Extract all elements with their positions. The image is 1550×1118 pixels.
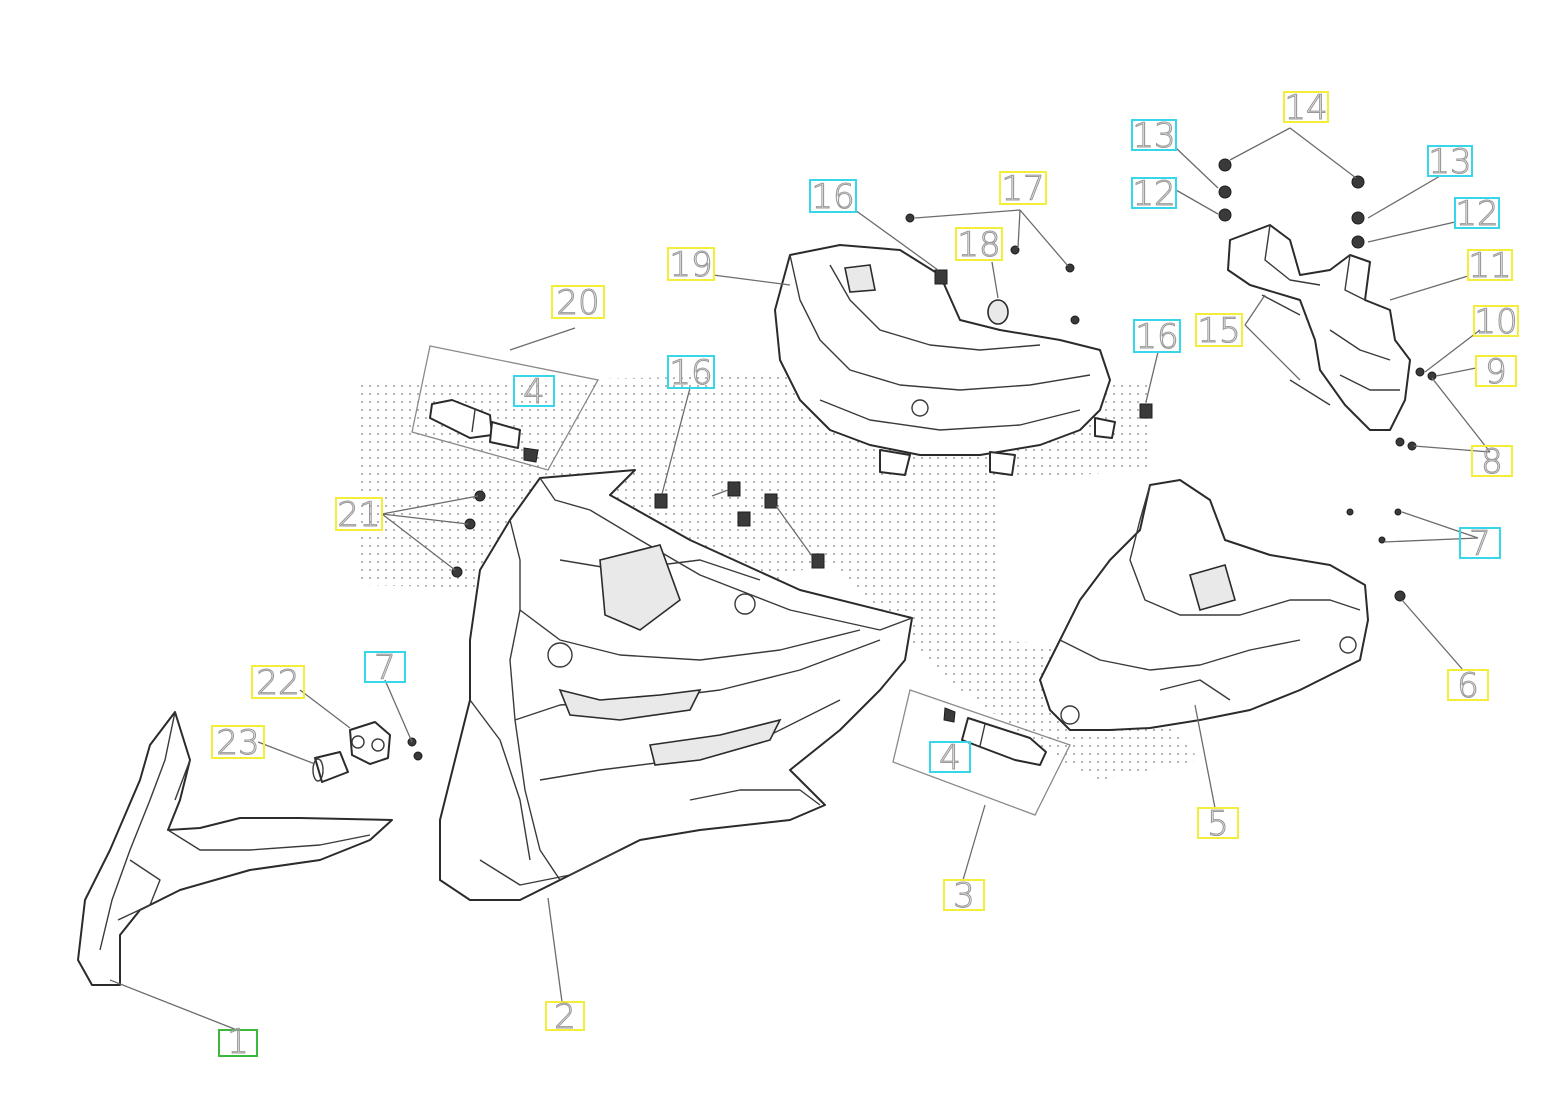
callout-22-label: 22 [256,663,299,703]
callout-14: 14 [1283,87,1329,129]
callout-20-label: 20 [556,283,599,323]
callout-11-label: 11 [1468,246,1511,286]
callout-19-label: 19 [669,245,712,285]
callout-3: 3 [943,875,985,917]
callout-16-right: 16 [1133,316,1181,358]
callout-7-left: 7 [364,647,406,689]
callout-21: 21 [335,494,383,536]
callout-12-right-label: 12 [1455,194,1498,234]
callout-23-label: 23 [216,723,259,763]
part-18-grommet [987,299,1009,325]
callout-12-left-label: 12 [1132,174,1175,214]
callout-10: 10 [1473,301,1519,343]
callout-8: 8 [1471,441,1513,483]
callout-18-label: 18 [957,225,1000,265]
callout-9-label: 9 [1485,352,1507,392]
part-1-side-wing [77,711,393,986]
callout-9: 9 [1475,351,1517,393]
callout-15-label: 15 [1197,311,1240,351]
callout-6: 6 [1447,665,1489,707]
callout-16-mid-label: 16 [669,353,712,393]
callout-2-label: 2 [554,997,576,1037]
callout-1: 1 [218,1021,258,1063]
leader-lines [109,127,1491,1031]
callout-16-right-label: 16 [1135,317,1178,357]
callout-4-right-label: 4 [939,738,961,778]
callout-13-right-label: 13 [1428,142,1471,182]
callout-23: 23 [211,722,265,764]
callout-11: 11 [1467,245,1513,287]
callout-4-right: 4 [929,737,971,779]
callout-20: 20 [551,282,605,324]
callout-13-left: 13 [1131,115,1177,157]
callout-21-label: 21 [337,495,380,535]
callout-7-right: 7 [1459,523,1501,565]
callout-13-right: 13 [1427,141,1473,183]
callout-7-right-label: 7 [1469,524,1491,564]
callout-17: 17 [999,168,1047,210]
part-3-right-indicator-group [892,689,1071,816]
part-23-bushing [312,751,349,783]
callout-5-label: 5 [1207,804,1229,844]
callout-7-left-label: 7 [374,648,396,688]
callout-4-left-label: 4 [523,372,545,412]
callout-12-right: 12 [1454,193,1500,235]
part-20-left-indicator-group [411,345,599,471]
callout-19: 19 [667,244,715,286]
callout-15: 15 [1195,310,1243,352]
callout-16-top-label: 16 [811,177,854,217]
callout-12-left: 12 [1131,173,1177,215]
callout-5: 5 [1197,803,1239,845]
callout-3-label: 3 [953,876,975,916]
callout-16-top: 16 [809,176,857,218]
part-22-mount-block [349,721,391,765]
callout-8-label: 8 [1481,442,1503,482]
callout-16-mid: 16 [667,352,715,394]
part-5-inner-panel [1039,479,1369,731]
callout-1-label: 1 [227,1022,249,1062]
callout-13-left-label: 13 [1132,116,1175,156]
callout-6-label: 6 [1457,666,1479,706]
callout-22: 22 [251,662,305,704]
callout-2: 2 [545,996,585,1038]
part-2-front-fairing [439,469,913,901]
part-11-mounting-bracket [1227,224,1411,431]
callout-17-label: 17 [1001,169,1044,209]
callout-14-label: 14 [1284,88,1327,128]
callout-4-left: 4 [513,371,555,413]
callout-10-label: 10 [1474,302,1517,342]
callout-18: 18 [955,224,1003,266]
